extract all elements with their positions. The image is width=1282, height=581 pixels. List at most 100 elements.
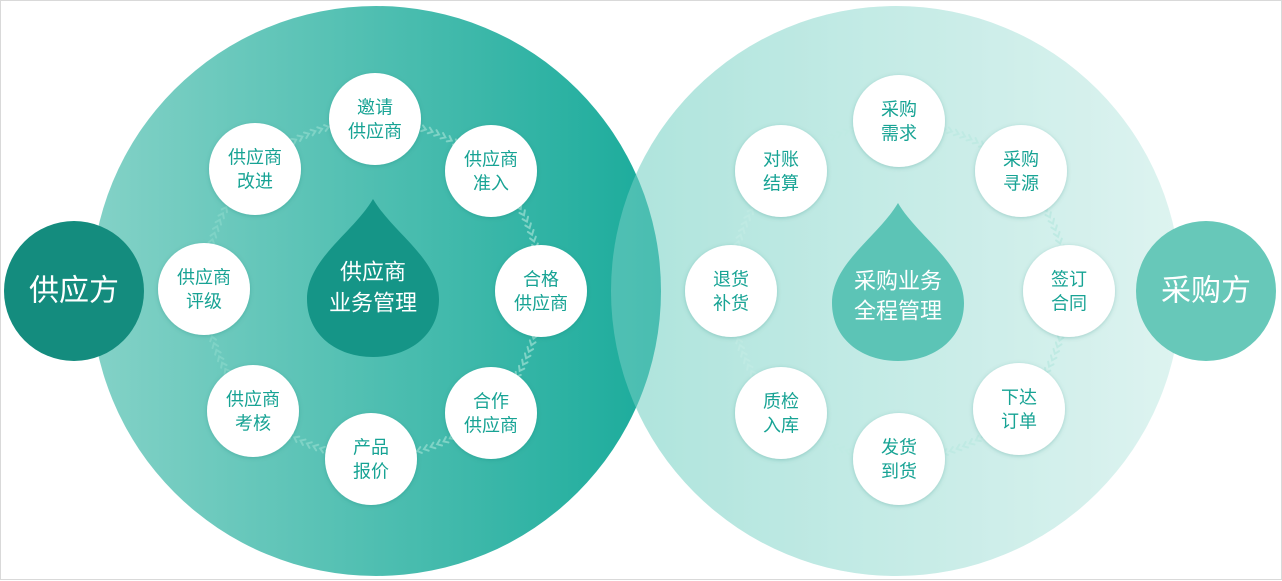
ring-chevron bbox=[1050, 224, 1058, 232]
supplier-party-label: 供应方 bbox=[29, 274, 119, 309]
buyer-node-return-line-2: 补货 bbox=[713, 294, 749, 315]
supplier-node-quotation-line-2: 报价 bbox=[353, 462, 389, 483]
ring-chevron bbox=[837, 445, 846, 454]
ring-chevron bbox=[211, 224, 220, 233]
supplier-node-improvement-line-2: 改进 bbox=[237, 172, 273, 193]
buyer-node-demand: 采购 需求 bbox=[853, 75, 945, 167]
ring-chevron bbox=[207, 237, 216, 246]
supplier-node-assessment-line-2: 考核 bbox=[235, 414, 271, 435]
buyer-node-contract: 签订 合同 bbox=[1023, 245, 1115, 337]
ring-chevron bbox=[290, 137, 298, 146]
supplier-node-invite-line-2: 供应商 bbox=[348, 122, 402, 143]
supplier-node-quotation: 产品 报价 bbox=[325, 413, 417, 505]
ring-chevron bbox=[439, 132, 447, 140]
buyer-node-delivery: 发货 到货 bbox=[853, 413, 945, 505]
ring-chevron bbox=[422, 444, 430, 452]
ring-chevron bbox=[309, 128, 317, 137]
ring-chevron bbox=[842, 128, 850, 136]
buyer-party: 采购方 bbox=[1136, 221, 1276, 361]
supplier-node-cooperative-line-1: 合作 bbox=[473, 392, 509, 413]
buyer-center-line-2: 全程管理 bbox=[854, 300, 942, 325]
ring-chevron bbox=[816, 139, 824, 148]
buyer-node-inspection-line-2: 入库 bbox=[763, 416, 799, 437]
ring-chevron bbox=[528, 339, 537, 347]
supplier-node-rating: 供应商 评级 bbox=[158, 243, 250, 335]
ring-chevron bbox=[529, 235, 537, 243]
ring-chevron bbox=[316, 126, 324, 134]
supplier-node-invite-line-1: 邀请 bbox=[357, 98, 393, 119]
supplier-nodes: 邀请 供应商 供应商 准入 合格 供应商 合作 供应商 产品 报价 bbox=[158, 73, 587, 505]
ring-chevron bbox=[442, 436, 450, 444]
buyer-party-label: 采购方 bbox=[1161, 274, 1251, 309]
ring-chevron bbox=[223, 367, 231, 375]
ring-chevron bbox=[299, 438, 307, 446]
buyer-party-circle bbox=[1136, 221, 1276, 361]
ring-chevron bbox=[733, 239, 742, 248]
ring-chevron bbox=[735, 337, 743, 345]
ring-chevron bbox=[420, 124, 428, 133]
supplier-node-admission-line-2: 准入 bbox=[473, 174, 509, 195]
ring-chevron bbox=[445, 135, 454, 143]
ring-chevron bbox=[948, 446, 956, 454]
supplier-party: 供应方 bbox=[4, 221, 144, 361]
ring-chevron bbox=[1047, 217, 1056, 226]
buyer-node-order-line-1: 下达 bbox=[1001, 388, 1037, 409]
buyer-node-inspection: 质检 入库 bbox=[735, 367, 827, 459]
ring-chevron bbox=[1047, 360, 1055, 369]
buyer-node-settlement-line-2: 结算 bbox=[763, 174, 799, 195]
buyer-nodes: 采购 需求 采购 寻源 签订 合同 下达 订单 发货 到货 bbox=[685, 75, 1115, 505]
ring-chevron bbox=[1052, 347, 1061, 356]
supplier-node-assessment: 供应商 考核 bbox=[207, 365, 299, 457]
buyer-node-delivery-line-2: 到货 bbox=[881, 462, 917, 483]
buyer-node-inspection-line-1: 质检 bbox=[763, 392, 799, 413]
ring-chevron bbox=[311, 443, 320, 452]
ring-chevron bbox=[831, 443, 839, 451]
buyer-node-contract-line-2: 合同 bbox=[1051, 294, 1087, 315]
buyer-node-sourcing: 采购 寻源 bbox=[975, 125, 1067, 217]
ring-chevron bbox=[974, 434, 982, 443]
ring-chevron bbox=[296, 134, 304, 142]
ring-chevron bbox=[426, 126, 435, 135]
supplier-node-qualified-line-2: 供应商 bbox=[514, 294, 568, 315]
buyer-center-drop: 采购业务 全程管理 bbox=[832, 203, 964, 361]
buyer-drop-shape bbox=[832, 203, 964, 361]
buyer-node-settlement: 对账 结算 bbox=[735, 125, 827, 217]
ring-chevron bbox=[740, 220, 749, 228]
ring-chevron bbox=[971, 137, 980, 145]
ring-chevron bbox=[209, 231, 218, 239]
ring-chevron bbox=[952, 128, 961, 137]
ring-chevron bbox=[737, 343, 746, 352]
buyer-node-sourcing-line-2: 寻源 bbox=[1003, 174, 1039, 195]
supplier-party-circle bbox=[4, 221, 144, 361]
ring-chevron bbox=[1052, 230, 1061, 239]
ring-chevron bbox=[518, 209, 526, 217]
ring-chevron bbox=[526, 345, 535, 354]
ring-chevron bbox=[740, 350, 748, 358]
ring-chevron bbox=[1055, 237, 1063, 245]
ring-chevron bbox=[959, 131, 967, 139]
supplier-center-line-1: 供应商 bbox=[340, 261, 406, 286]
ring-chevron bbox=[318, 445, 326, 454]
ring-chevron bbox=[217, 211, 225, 220]
buyer-node-demand-line-1: 采购 bbox=[881, 100, 917, 121]
supplier-node-qualified: 合格 供应商 bbox=[495, 245, 587, 337]
supplier-node-rating-line-1: 供应商 bbox=[177, 268, 231, 289]
supplier-node-improvement: 供应商 改进 bbox=[209, 123, 301, 215]
ring-chevron bbox=[292, 435, 301, 443]
ring-chevron bbox=[521, 358, 529, 367]
ring-chevron bbox=[518, 364, 526, 373]
ring-chevron bbox=[746, 363, 754, 371]
supplier-node-qualified-line-1: 合格 bbox=[523, 270, 559, 291]
ring-chevron bbox=[302, 131, 311, 140]
supplier-node-improvement-line-1: 供应商 bbox=[228, 148, 282, 169]
supplier-center-drop: 供应商 业务管理 bbox=[307, 199, 439, 357]
ring-chevron bbox=[524, 222, 532, 230]
supplier-node-rating-line-2: 评级 bbox=[186, 292, 222, 313]
supplier-node-admission-line-1: 供应商 bbox=[464, 150, 518, 171]
ring-chevron bbox=[735, 233, 744, 241]
ring-chevron bbox=[737, 226, 746, 235]
ring-chevron bbox=[211, 341, 220, 350]
ring-chevron bbox=[746, 207, 754, 216]
buyer-center-line-1: 采购业务 bbox=[854, 270, 942, 295]
